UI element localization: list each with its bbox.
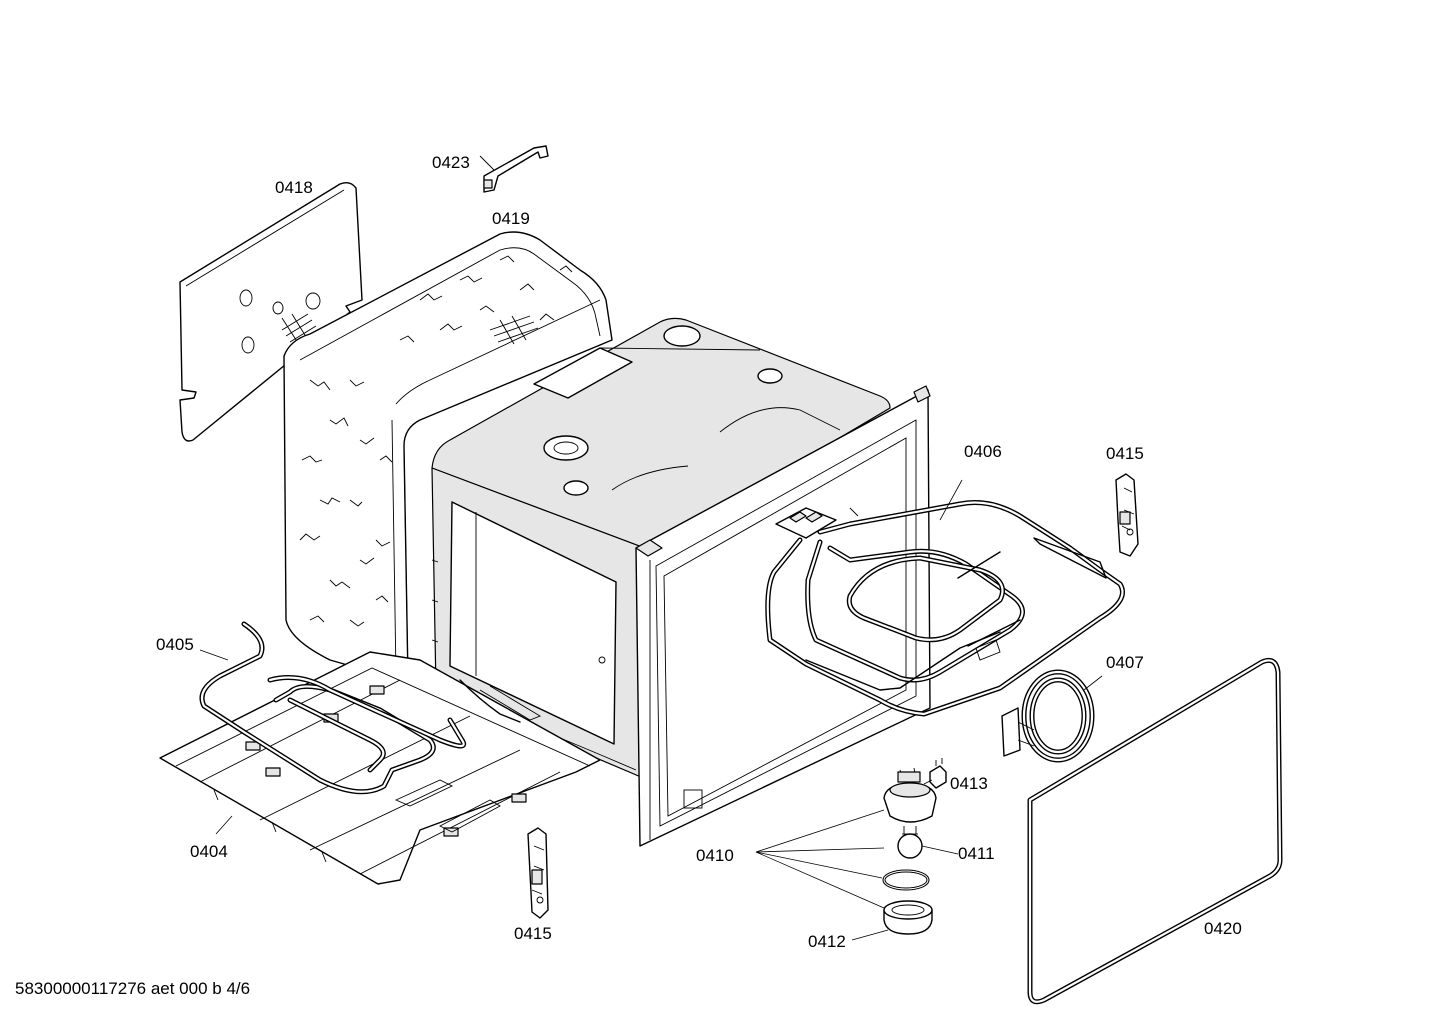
part-0415-side-rail-bottom[interactable] [527,827,549,919]
part-0418-rear-panel[interactable] [179,181,363,442]
callout-0411: 0411 [958,844,995,863]
leader-0404 [215,815,233,835]
callout-0405: 0405 [156,635,194,654]
callout-0410: 0410 [696,846,734,865]
callout-0423: 0423 [432,153,470,172]
callout-0404: 0404 [190,842,228,861]
callout-0420: 0420 [1204,919,1242,938]
leader-lines-0410 [755,779,959,941]
callout-0413: 0413 [950,774,988,793]
callout-0407: 0407 [1106,653,1144,672]
document-id: 58300000117276 aet 000 b 4/6 [15,979,251,998]
part-0404-bottom-tray[interactable] [159,651,601,885]
part-0423-bracket[interactable] [479,145,549,193]
part-0412-lamp-cover[interactable] [883,900,933,935]
part-0412-lamp-ring-seal[interactable] [882,869,930,891]
callout-labels: 0418 0419 0423 0406 0415 0405 0404 0407 … [156,153,1242,951]
part-0406-grill-element[interactable] [765,479,1125,717]
part-0415-side-rail-right[interactable] [1115,473,1139,557]
callout-0415-bottom: 0415 [514,924,552,943]
callout-0419: 0419 [492,209,530,228]
part-0419-insulation-wrap[interactable] [283,231,613,681]
part-0405-bottom-element[interactable] [199,621,521,795]
callout-0412: 0412 [808,932,846,951]
callout-0415-right: 0415 [1106,444,1144,463]
part-0410-lamp-socket[interactable] [883,767,937,823]
callout-0406: 0406 [964,442,1002,461]
part-0407-ring-element[interactable] [1001,669,1103,763]
part-0411-lamp-bulb[interactable] [897,826,923,859]
callout-0418: 0418 [275,178,313,197]
part-0420-door-seal[interactable] [1027,657,1283,1005]
part-0413-clip[interactable] [929,758,947,789]
